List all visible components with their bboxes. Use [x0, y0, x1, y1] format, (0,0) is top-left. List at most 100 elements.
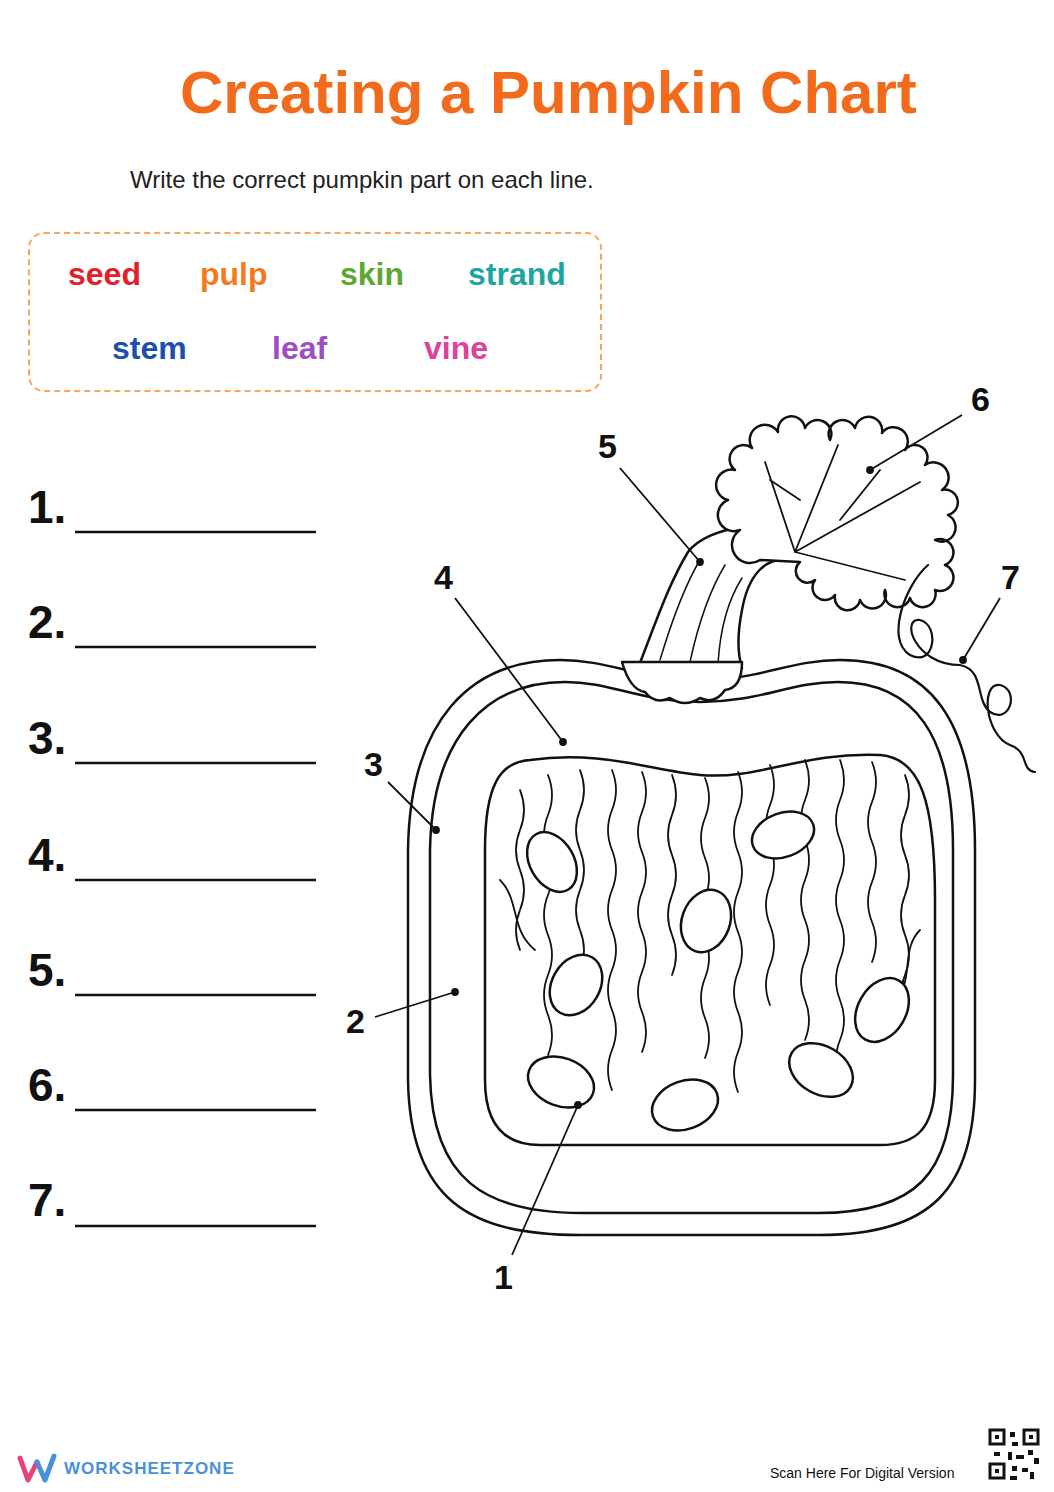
answer-line: [75, 1109, 316, 1112]
logo-stroke: [20, 1458, 37, 1480]
word-bank-word: leaf: [272, 330, 327, 367]
callout-number: 5: [598, 427, 617, 466]
leader-line: [620, 468, 700, 562]
callout-number: 2: [346, 1002, 365, 1041]
answer-line: [75, 1225, 316, 1228]
word-bank-word: pulp: [200, 256, 268, 293]
leader-line: [388, 782, 436, 830]
qr-frame: [1024, 1430, 1038, 1444]
seed-shape: [780, 1032, 863, 1108]
qr-cell: [995, 1435, 999, 1439]
stem-lines: [660, 560, 742, 664]
qr-cell: [1012, 1442, 1018, 1446]
answer-number: 3.: [28, 712, 66, 765]
seed-shape: [673, 883, 740, 960]
word-bank-word: vine: [424, 330, 488, 367]
answer-number: 7.: [28, 1174, 66, 1227]
seed-shape: [745, 803, 820, 866]
leader-dot: [433, 827, 439, 833]
seed-shape: [539, 945, 613, 1024]
strand-line: [868, 762, 876, 962]
answer-line: [75, 762, 316, 765]
strand-line: [638, 772, 646, 1052]
leader-dot: [560, 739, 566, 745]
leader-dot: [697, 559, 703, 565]
worksheet-title: Creating a Pumpkin Chart: [180, 58, 917, 127]
callout-number: 7: [1001, 558, 1020, 597]
qr-frame: [990, 1430, 1004, 1444]
qr-cell: [1010, 1476, 1017, 1480]
stem-base: [622, 662, 742, 703]
word-bank-word: stem: [112, 330, 187, 367]
leader-line: [375, 992, 455, 1017]
leader-line: [512, 1105, 578, 1255]
word-bank-word: seed: [68, 256, 141, 293]
strand-line: [608, 770, 616, 1090]
answer-lines: [75, 532, 316, 1226]
strand-line: [668, 775, 676, 975]
strand-line: [766, 765, 774, 1005]
pumpkin-cavity: [485, 755, 935, 1145]
word-bank-box: seed pulp skin strand stem leaf vine: [28, 232, 602, 392]
leader-line: [963, 598, 1000, 660]
leader-dot: [575, 1102, 581, 1108]
pumpkin-strands: [500, 760, 920, 1092]
seed-shape: [844, 969, 920, 1052]
qr-cell: [1030, 1472, 1034, 1479]
seed-shape: [517, 823, 587, 900]
seed-shape: [521, 1048, 601, 1116]
callout-number: 1: [494, 1258, 513, 1297]
qr-code: [990, 1430, 1039, 1480]
qr-cell: [1016, 1455, 1024, 1459]
answer-number: 1.: [28, 481, 66, 534]
leader-dot: [452, 989, 458, 995]
answer-line: [75, 646, 316, 649]
qr-cell: [1012, 1466, 1017, 1471]
leader-dot: [867, 467, 873, 473]
answer-line: [75, 531, 316, 534]
leader-line: [455, 598, 563, 742]
qr-cell: [1008, 1452, 1012, 1460]
qr-frame: [990, 1464, 1004, 1478]
callout-number: 3: [364, 745, 383, 784]
leader-dot: [960, 657, 966, 663]
qr-cell: [995, 1469, 999, 1473]
leader-lines: [375, 415, 1000, 1255]
pumpkin-skin: [408, 660, 975, 1235]
qr-cell: [1034, 1458, 1039, 1464]
word-bank-word: skin: [340, 256, 404, 293]
answer-number: 4.: [28, 829, 66, 882]
brand-name: WORKSHEETZONE: [64, 1459, 235, 1479]
answer-number: 2.: [28, 596, 66, 649]
answer-line: [75, 994, 316, 997]
leader-line: [870, 415, 962, 470]
qr-cell: [1010, 1432, 1015, 1437]
qr-cell: [1028, 1450, 1033, 1455]
qr-cell: [1029, 1435, 1033, 1439]
pumpkin-seeds: [517, 803, 920, 1139]
callout-number: 6: [971, 380, 990, 419]
answer-number: 5.: [28, 944, 66, 997]
pumpkin-rind: [430, 682, 953, 1213]
logo-stroke: [37, 1456, 54, 1480]
strand-line: [516, 790, 524, 950]
brand-logo: [20, 1456, 54, 1480]
qr-cell: [994, 1452, 1000, 1456]
instruction-text: Write the correct pumpkin part on each l…: [130, 166, 594, 194]
strand-line: [801, 760, 809, 1040]
answer-line: [75, 879, 316, 882]
pumpkin-leaf: [716, 416, 958, 610]
pumpkin-drawing: [408, 416, 1035, 1235]
seed-shape: [645, 1071, 725, 1139]
qr-caption: Scan Here For Digital Version: [770, 1465, 954, 1481]
word-bank-word: strand: [468, 256, 566, 293]
strand-line: [734, 772, 742, 1092]
qr-cell: [1022, 1468, 1028, 1472]
answer-number: 6.: [28, 1059, 66, 1112]
strand-line: [544, 775, 552, 1055]
strand-line: [836, 760, 844, 1080]
callout-number: 4: [434, 558, 453, 597]
strand-line: [500, 880, 535, 950]
